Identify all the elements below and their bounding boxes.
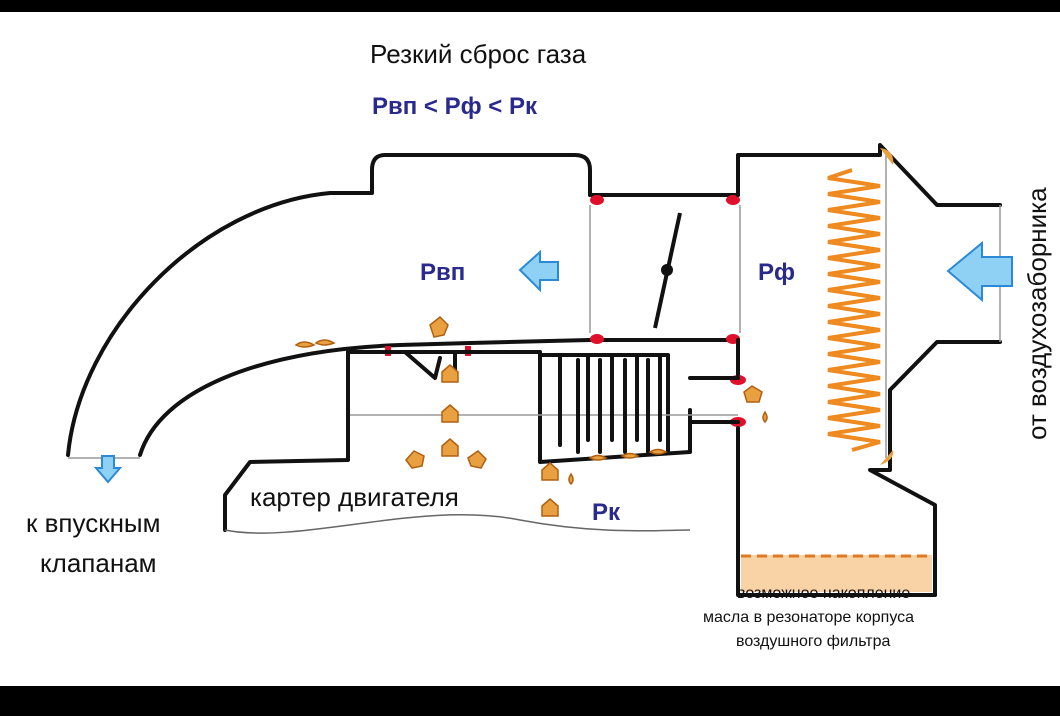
title: Резкий сброс газа — [370, 39, 587, 69]
note-line-3: воздушного фильтра — [736, 633, 891, 650]
label-p-intake: Pвп — [420, 259, 465, 286]
filter-element-icon — [827, 168, 881, 452]
throttle-axis — [661, 264, 673, 276]
flow-arrow-icon — [93, 240, 1013, 484]
note-line-1: возможное накопление — [737, 585, 910, 602]
throttle-body — [588, 193, 741, 342]
crankcase — [223, 350, 740, 534]
label-to-valves-2: клапанам — [40, 548, 157, 578]
label-from-intake: от воздухозаборника — [1022, 187, 1052, 440]
note-line-2: масла в резонаторе корпуса — [703, 609, 914, 626]
label-p-filter: Pф — [758, 259, 795, 286]
air-filter-housing — [736, 143, 1002, 597]
pressure-relation: Pвп < Pф < Pк — [372, 93, 538, 120]
label-p-crankcase: Pк — [592, 499, 621, 526]
label-crankcase: картер двигателя — [250, 482, 459, 512]
label-to-valves-1: к впускным — [26, 508, 161, 538]
oil-drop-icon — [294, 315, 768, 517]
oil-accumulation — [741, 555, 932, 592]
